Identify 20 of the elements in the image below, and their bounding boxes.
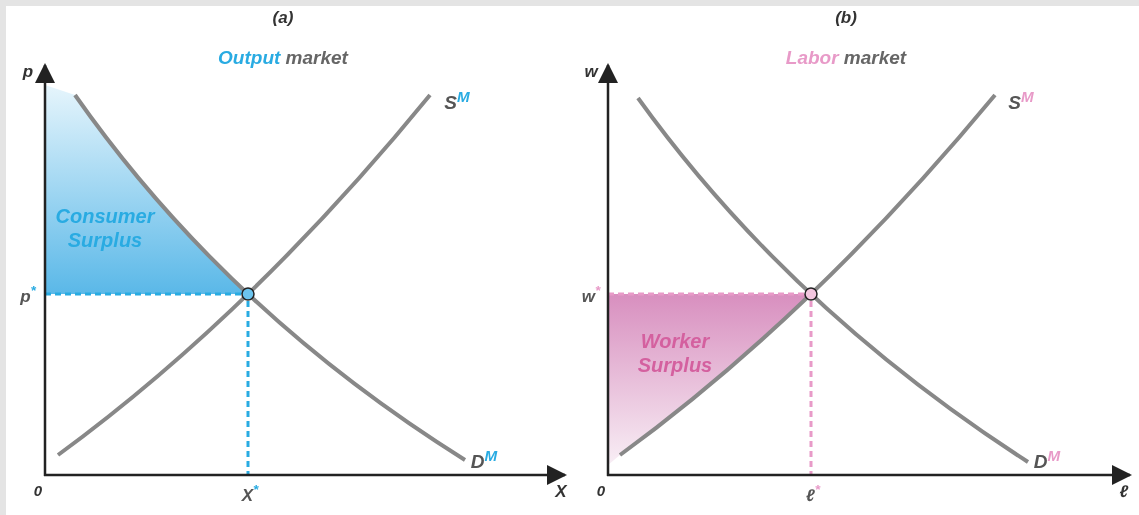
tick-label: ℓ$^{*}$ [805, 482, 821, 506]
curve-label: S$^{M}$ [1008, 87, 1034, 115]
area-label: Worker Surplus [636, 329, 714, 377]
area-label: Consumer Surplus [54, 204, 157, 252]
curve-label: D$^{M}$ [1033, 446, 1061, 474]
tick-label: p$^{*}$ [20, 283, 36, 307]
chart-title: Labor market [785, 47, 907, 69]
curve-label: S$^{M}$ [444, 87, 470, 115]
tick-label: 0 [33, 481, 43, 499]
tick-label: 0 [596, 481, 606, 499]
tick-label: w$^{*}$ [581, 283, 601, 307]
axis-label: p [22, 62, 34, 82]
panel-label: (a) [272, 8, 294, 28]
curve-label: D$^{M}$ [470, 446, 498, 474]
tick-label: X$^{*}$ [241, 482, 259, 506]
axis-label: ℓ [1119, 482, 1129, 502]
panel-label: (b) [835, 8, 857, 28]
axis-label: w [584, 62, 598, 82]
axis-label: X [555, 482, 567, 502]
chart-title: Output market [218, 47, 348, 69]
